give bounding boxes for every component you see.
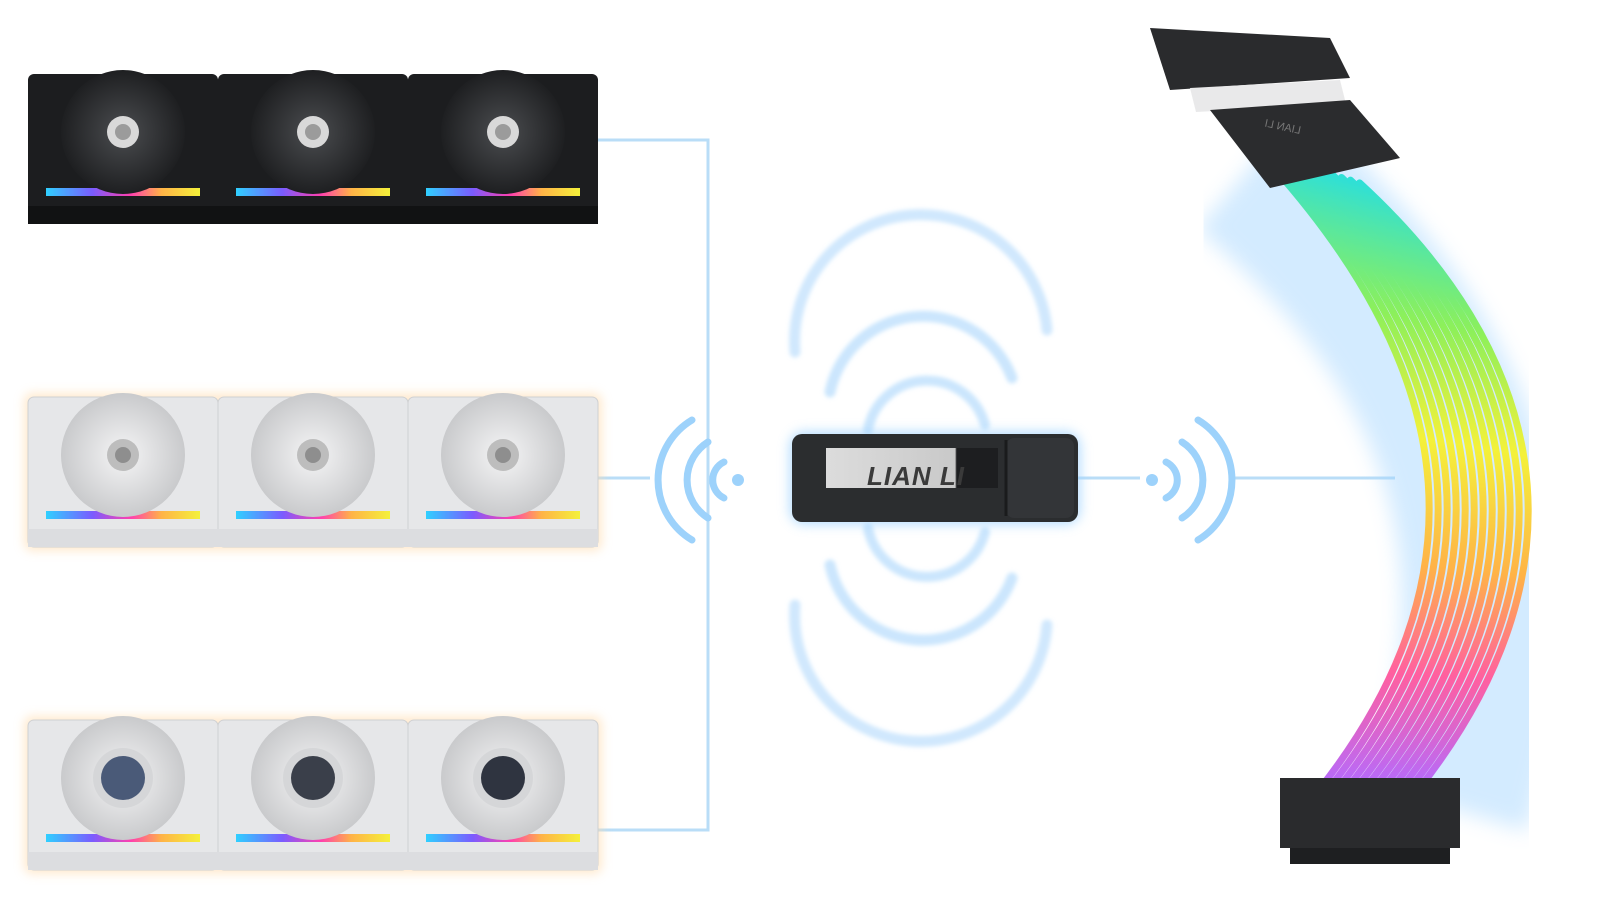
lcd-screen-icon [481, 756, 525, 800]
cable-strand [1347, 176, 1523, 792]
lcd-screen-icon [291, 756, 335, 800]
fan-group-white-lcd [24, 716, 602, 878]
fan-black-2 [218, 70, 408, 224]
connector-top: LIAN LI [1150, 28, 1400, 188]
cable-strand [1311, 165, 1487, 792]
fan-lcd-1 [27, 716, 219, 871]
dongle-brand-label: LIAN LI [867, 460, 965, 491]
link-top-fans [598, 138, 710, 478]
cable-strand [1275, 155, 1451, 792]
cable-strand [1329, 171, 1505, 792]
fan-black-3 [408, 70, 598, 224]
link-bottom-fans [598, 478, 710, 832]
fan-group-black [28, 70, 598, 232]
lcd-screen-icon [101, 756, 145, 800]
cable-strand [1338, 173, 1514, 792]
fan-lcd-2 [217, 716, 409, 871]
wireless-signal-icon [1146, 416, 1236, 544]
cable-strand [1266, 152, 1442, 792]
cable-strands [1257, 149, 1532, 792]
wireless-signal-icon [654, 416, 744, 544]
connector-bottom [1280, 778, 1460, 864]
cable-strand [1356, 179, 1532, 792]
fan-white-2 [217, 393, 409, 548]
fan-black-1 [28, 70, 218, 224]
cable-strand [1302, 163, 1478, 792]
cable-strand [1257, 149, 1433, 792]
wireless-dongle: LIAN LI [790, 432, 1080, 524]
fan-white-3 [407, 393, 599, 548]
cable-strand [1293, 160, 1469, 792]
cable-strand [1284, 157, 1460, 792]
cable-strand [1320, 168, 1496, 792]
fan-lcd-3 [407, 716, 599, 871]
fan-white-1 [27, 393, 219, 548]
rgb-extension-cable: LIAN LI [1150, 18, 1600, 898]
fan-group-white [24, 393, 602, 555]
